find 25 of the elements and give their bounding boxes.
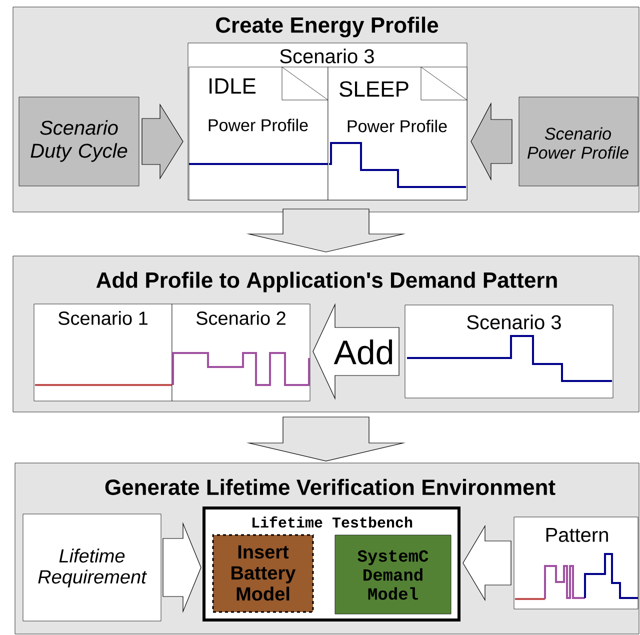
block-arrow [162,522,202,614]
block-arrow [470,102,512,181]
box-label: Insert Battery Model [232,545,296,601]
panel-title: Generate Lifetime Verification Environment [105,478,556,496]
scenario-title: Scenario 3 [467,314,561,330]
block-arrow [462,524,512,602]
profile-label: Power Profile [208,118,308,132]
scenario-title: Scenario 3 [280,48,374,64]
profile-label: Power Profile [348,120,447,132]
panel-title: Add Profile to Application's Demand Pattern [96,272,557,292]
panel-title: Create Energy Profile [216,16,438,38]
box-label: Lifetime Requirement [38,548,148,588]
block-arrow [246,416,406,462]
scenario-title: Scenario 1 [58,311,148,325]
box-label: SystemC Demand Model [358,550,428,600]
edge-label: Add [332,338,396,366]
block-arrow [142,103,184,180]
scenario-title: Scenario 2 [196,311,286,325]
box-label: Scenario Power Profile [528,127,628,159]
block-arrow [246,208,406,252]
state-label: SLEEP [340,81,408,97]
box-label: Scenario Duty Cycle [30,120,128,162]
testbench-title: Lifetime Testbench [252,516,412,528]
state-label: IDLE [210,78,256,94]
box-label: Pattern [546,528,608,542]
